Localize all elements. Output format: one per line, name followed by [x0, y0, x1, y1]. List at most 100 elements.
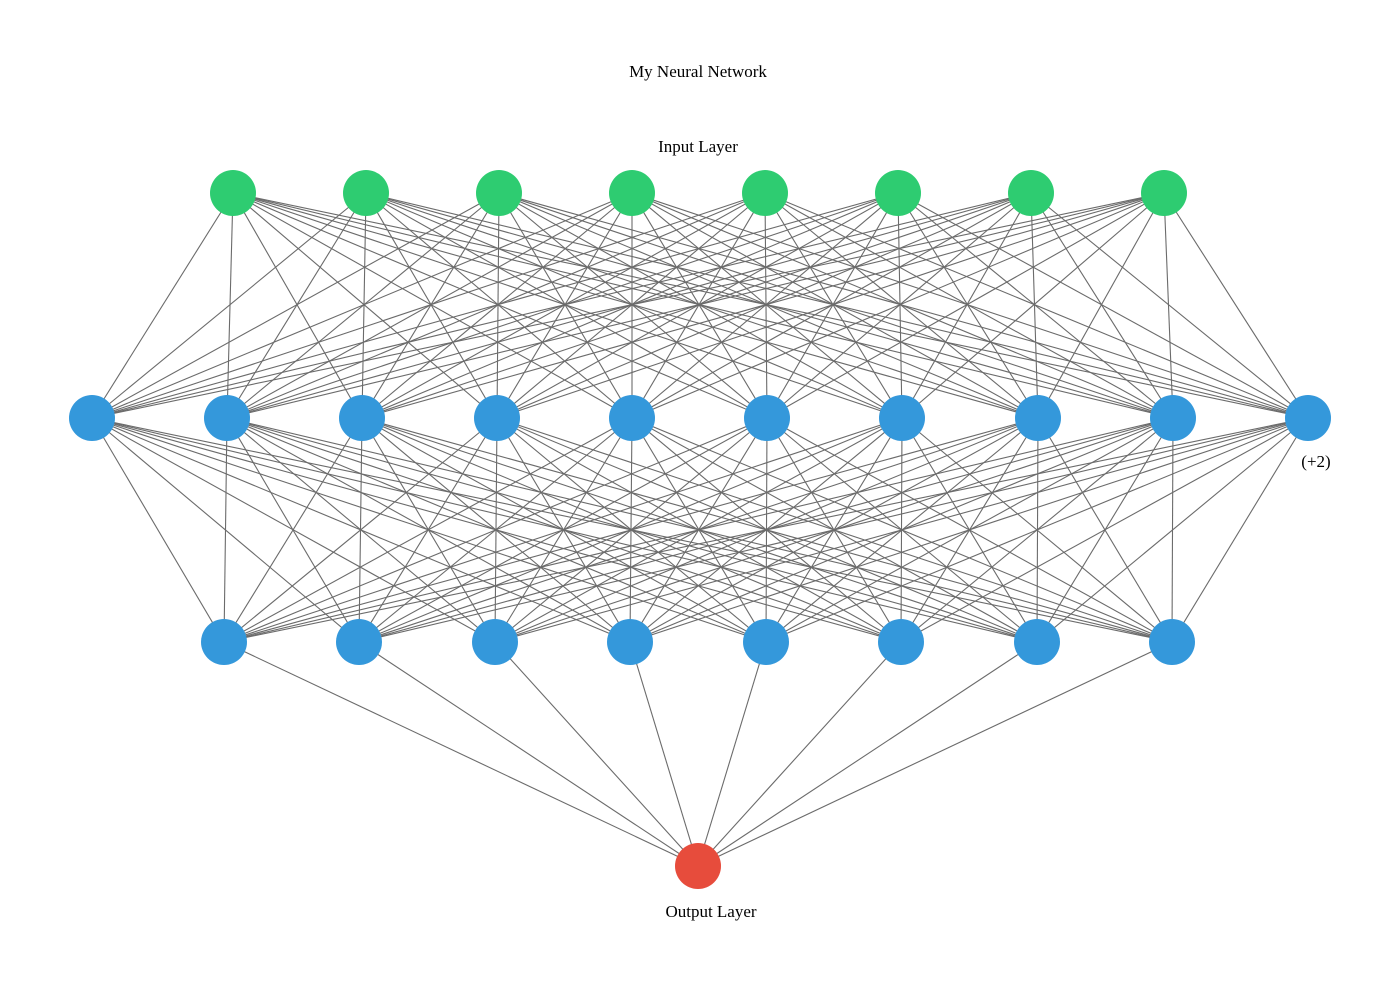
edge [91, 192, 1165, 419]
hidden-node [607, 619, 653, 665]
edge [365, 192, 498, 419]
edge [765, 417, 1309, 643]
edge [358, 417, 1309, 643]
hidden-node [743, 619, 789, 665]
edge [1030, 192, 1174, 419]
output-layer-nodes [675, 843, 721, 889]
edge [629, 641, 699, 867]
edge [91, 192, 500, 419]
edge [764, 192, 903, 419]
hidden-node [339, 395, 385, 441]
edge [697, 641, 1173, 867]
edge [631, 192, 903, 419]
edge [897, 192, 1039, 419]
edge [498, 192, 903, 419]
hidden-node [1014, 619, 1060, 665]
edge [697, 641, 902, 867]
output-layer-label: Output Layer [665, 901, 757, 921]
edge [629, 417, 1309, 643]
edge [232, 192, 498, 419]
input-layer-label: Input Layer [658, 136, 738, 156]
input-node [1008, 170, 1054, 216]
edge [91, 192, 899, 419]
edge [901, 192, 1165, 419]
edge [91, 417, 225, 643]
edge [91, 192, 234, 419]
edge [91, 192, 1032, 419]
hidden-node [879, 395, 925, 441]
edge [764, 192, 1039, 419]
edge [494, 417, 1309, 643]
edge [91, 192, 766, 419]
edge [223, 641, 699, 867]
diagram-title: My Neural Network [629, 61, 767, 81]
edge [631, 192, 1174, 419]
edge [358, 641, 699, 867]
edge-layer [91, 192, 1309, 867]
output-node [675, 843, 721, 889]
input-node [210, 170, 256, 216]
edge [223, 417, 228, 643]
edge [365, 192, 633, 419]
hidden-node [1150, 395, 1196, 441]
edge [764, 192, 1174, 419]
edge [91, 192, 633, 419]
hidden-layer-overflow-label: (+2) [1301, 451, 1331, 471]
edge [1163, 192, 1309, 419]
input-node [609, 170, 655, 216]
edge [1163, 192, 1174, 419]
edge [494, 641, 699, 867]
input-node [875, 170, 921, 216]
edge [223, 417, 633, 643]
input-node [742, 170, 788, 216]
hidden-node [336, 619, 382, 665]
hidden-node [201, 619, 247, 665]
edge [900, 417, 1309, 643]
edge [764, 192, 1309, 419]
edge [232, 192, 1039, 419]
input-node [343, 170, 389, 216]
edge [223, 417, 1039, 643]
edge [223, 417, 768, 643]
edge [226, 192, 1165, 419]
edge [697, 641, 1038, 867]
hidden-node [69, 395, 115, 441]
input-node [476, 170, 522, 216]
hidden-layer-2-nodes [201, 619, 1195, 665]
edge [365, 192, 1039, 419]
hidden-node [1285, 395, 1331, 441]
edge [223, 417, 363, 643]
hidden-node [472, 619, 518, 665]
edge [1037, 192, 1165, 419]
edge [232, 192, 768, 419]
hidden-node [878, 619, 924, 665]
edge [1030, 192, 1309, 419]
hidden-layer-1-nodes [69, 395, 1331, 441]
hidden-node [1149, 619, 1195, 665]
edge [766, 192, 1165, 419]
edge [232, 192, 633, 419]
edge [498, 192, 1039, 419]
edge [897, 192, 1174, 419]
edge [91, 192, 367, 419]
edge [498, 192, 768, 419]
input-layer-nodes [210, 170, 1187, 216]
hidden-node [204, 395, 250, 441]
edge [1171, 417, 1309, 643]
edge [365, 192, 903, 419]
edge [361, 192, 1165, 419]
input-node [1141, 170, 1187, 216]
hidden-node [744, 395, 790, 441]
hidden-node [1015, 395, 1061, 441]
edge [223, 417, 903, 643]
edge [365, 192, 768, 419]
edge [496, 192, 1165, 419]
edge [631, 192, 1165, 419]
edge [223, 417, 1174, 643]
edge [223, 417, 1309, 643]
hidden-node [474, 395, 520, 441]
hidden-node [609, 395, 655, 441]
edge [697, 641, 767, 867]
